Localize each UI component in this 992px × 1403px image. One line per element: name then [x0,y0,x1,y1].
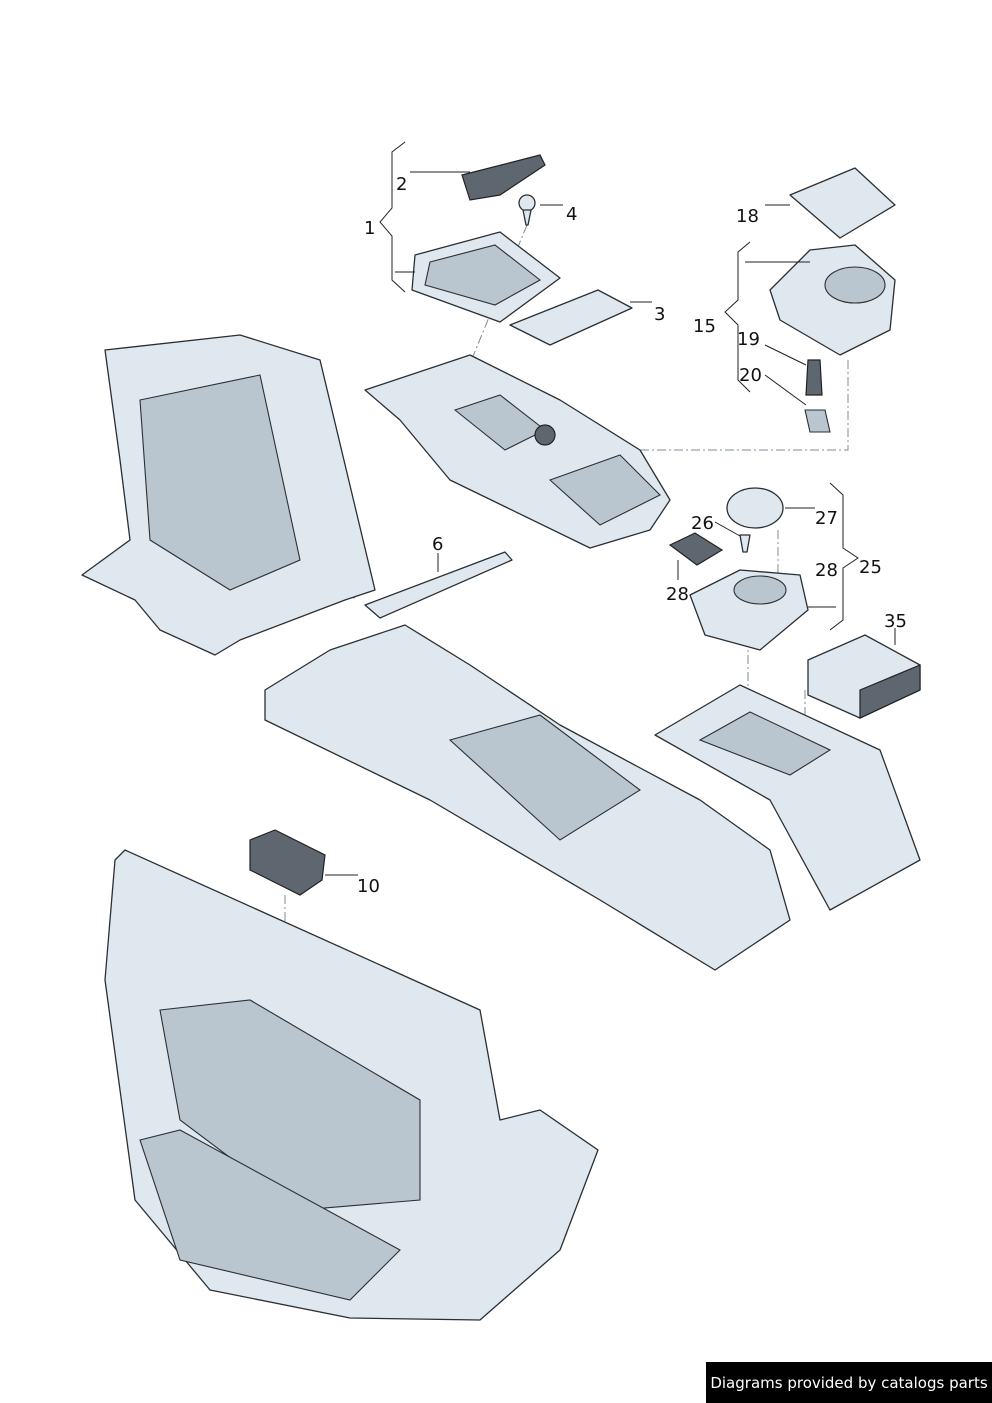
door-trim-panel[interactable] [104,849,599,1321]
part-4-screw[interactable] [518,194,536,226]
leader-lines [325,141,896,876]
part-28-pad[interactable] [668,532,724,566]
label-19: 19 [737,329,760,350]
label-35: 35 [884,611,907,632]
footer-credit: Diagrams provided by catalogs parts [706,1362,992,1403]
rear-console-cover[interactable] [654,684,921,911]
label-28-right: 28 [815,560,838,581]
label-2: 2 [396,174,407,195]
label-4: 4 [566,204,577,225]
part-26-screw[interactable] [739,534,751,553]
part-15-cupholder[interactable] [769,244,896,356]
label-20: 20 [739,365,762,386]
label-25: 25 [859,557,882,578]
callout-labels: 1 2 3 4 6 10 15 18 19 20 25 26 27 28 28 … [357,174,907,897]
part-3-mat[interactable] [509,289,633,346]
part-35-box[interactable] [807,634,921,719]
label-27: 27 [815,508,838,529]
center-console-cover[interactable] [364,354,671,549]
part-6-bracket[interactable] [364,551,513,619]
part-19-lighter[interactable] [805,359,823,396]
label-6: 6 [432,534,443,555]
part-18-lid[interactable] [789,167,896,239]
part-27-ring[interactable] [726,487,784,529]
part-10-module[interactable] [249,829,326,896]
label-15: 15 [693,316,716,337]
label-1: 1 [364,218,375,239]
label-18: 18 [736,206,759,227]
label-10: 10 [357,876,380,897]
label-28-left: 28 [666,584,689,605]
label-26: 26 [691,513,714,534]
dashboard-section[interactable] [81,334,376,656]
part-2-insert[interactable] [461,154,546,201]
part-20-socket[interactable] [804,409,831,433]
part-25-cupholder[interactable] [689,569,809,651]
part-1-storage-tray[interactable] [411,231,561,323]
label-3: 3 [654,304,665,325]
console-frame[interactable] [264,624,791,971]
